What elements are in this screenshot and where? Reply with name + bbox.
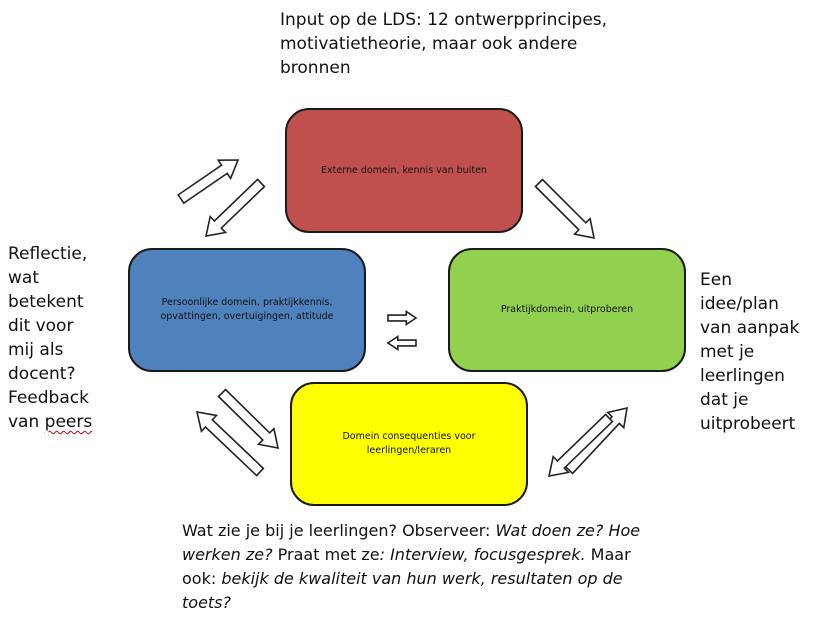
- right-note-line: met je: [700, 342, 755, 362]
- box-domein-consequenties: Domein consequenties voor leerlingen/ler…: [290, 382, 528, 506]
- bottom-text: Praat met ze: [272, 545, 380, 564]
- left-note-line: Reflectie,: [8, 244, 88, 264]
- box-label: Praktijkdomein, uitproberen: [500, 304, 634, 315]
- arrow-persoonlijk-to-extern-icon: [177, 159, 240, 205]
- right-note: Een idee/plan van aanpak met je leerling…: [700, 268, 799, 436]
- arrow-praktijk-to-consequenties-icon: [547, 413, 614, 478]
- top-note: Input op de LDS: 12 ontwerpprincipes, mo…: [280, 8, 607, 80]
- arrow-praktijk-to-persoonlijk-icon: [386, 335, 417, 351]
- bottom-text-italic: toets?: [182, 593, 232, 612]
- right-note-line: leerlingen: [700, 366, 785, 386]
- arrow-extern-to-persoonlijk-icon: [204, 178, 266, 237]
- bottom-text: Wat zie je bij je leerlingen? Observeer:: [182, 521, 496, 540]
- box-externe-domein: Externe domein, kennis van buiten: [285, 108, 523, 233]
- bottom-text-italic: werken ze?: [182, 545, 273, 564]
- box-label: Domein consequenties voor leerlingen/ler…: [342, 431, 476, 456]
- box-praktijkdomein: Praktijkdomein, uitproberen: [448, 248, 686, 372]
- left-note: Reflectie, wat betekent dit voor mij als…: [8, 242, 92, 434]
- right-note-line: Een: [700, 270, 732, 290]
- bottom-note: Wat zie je bij je leerlingen? Observeer:…: [182, 519, 640, 615]
- left-note-line: mij als: [8, 340, 64, 360]
- left-note-line: wat: [8, 268, 39, 288]
- top-note-line: bronnen: [280, 58, 351, 78]
- left-note-line: dit voor: [8, 316, 74, 336]
- bottom-text-italic: Wat doen ze? Hoe: [495, 521, 641, 540]
- bottom-text: Maar: [585, 545, 631, 564]
- bottom-note-line: ook: bekijk de kwaliteit van hun werk, r…: [182, 567, 640, 591]
- right-note-line: van aanpak: [700, 318, 800, 338]
- arrow-extern-to-praktijk-icon: [534, 178, 596, 240]
- right-note-line: dat je: [700, 390, 749, 410]
- left-note-line: van peers: [8, 410, 92, 434]
- bottom-text-italic: bekijk de kwaliteit van hun werk, result…: [221, 569, 623, 588]
- box-label: Externe domein, kennis van buiten: [321, 164, 487, 176]
- left-note-prefix: van: [8, 412, 45, 432]
- arrow-consequenties-to-praktijk-icon: [564, 406, 628, 475]
- bottom-note-line: Wat zie je bij je leerlingen? Observeer:…: [182, 519, 640, 543]
- bottom-text-italic: : Interview, focusgesprek.: [379, 545, 586, 564]
- box-label: Persoonlijke domein, praktijkkennis, opv…: [160, 297, 334, 322]
- bottom-note-line: werken ze? Praat met ze: Interview, focu…: [182, 543, 640, 567]
- left-note-word-peers: peers: [44, 412, 93, 432]
- arrow-persoonlijk-to-praktijk-icon: [387, 310, 418, 326]
- top-note-line: motivatietheorie, maar ook andere: [280, 34, 578, 54]
- arrow-persoonlijk-to-consequenties-icon: [217, 388, 280, 450]
- right-note-line: idee/plan: [700, 294, 779, 314]
- left-note-line: docent?: [8, 364, 76, 384]
- bottom-text: ook:: [182, 569, 222, 588]
- top-note-line: Input op de LDS: 12 ontwerpprincipes,: [280, 10, 608, 30]
- box-persoonlijke-domein: Persoonlijke domein, praktijkkennis, opv…: [128, 248, 366, 372]
- left-note-line: betekent: [8, 292, 84, 312]
- right-note-line: uitprobeert: [700, 414, 796, 434]
- arrow-consequenties-to-persoonlijk-icon: [195, 411, 265, 477]
- left-note-line: Feedback: [8, 388, 89, 408]
- bottom-note-line: toets?: [182, 591, 640, 615]
